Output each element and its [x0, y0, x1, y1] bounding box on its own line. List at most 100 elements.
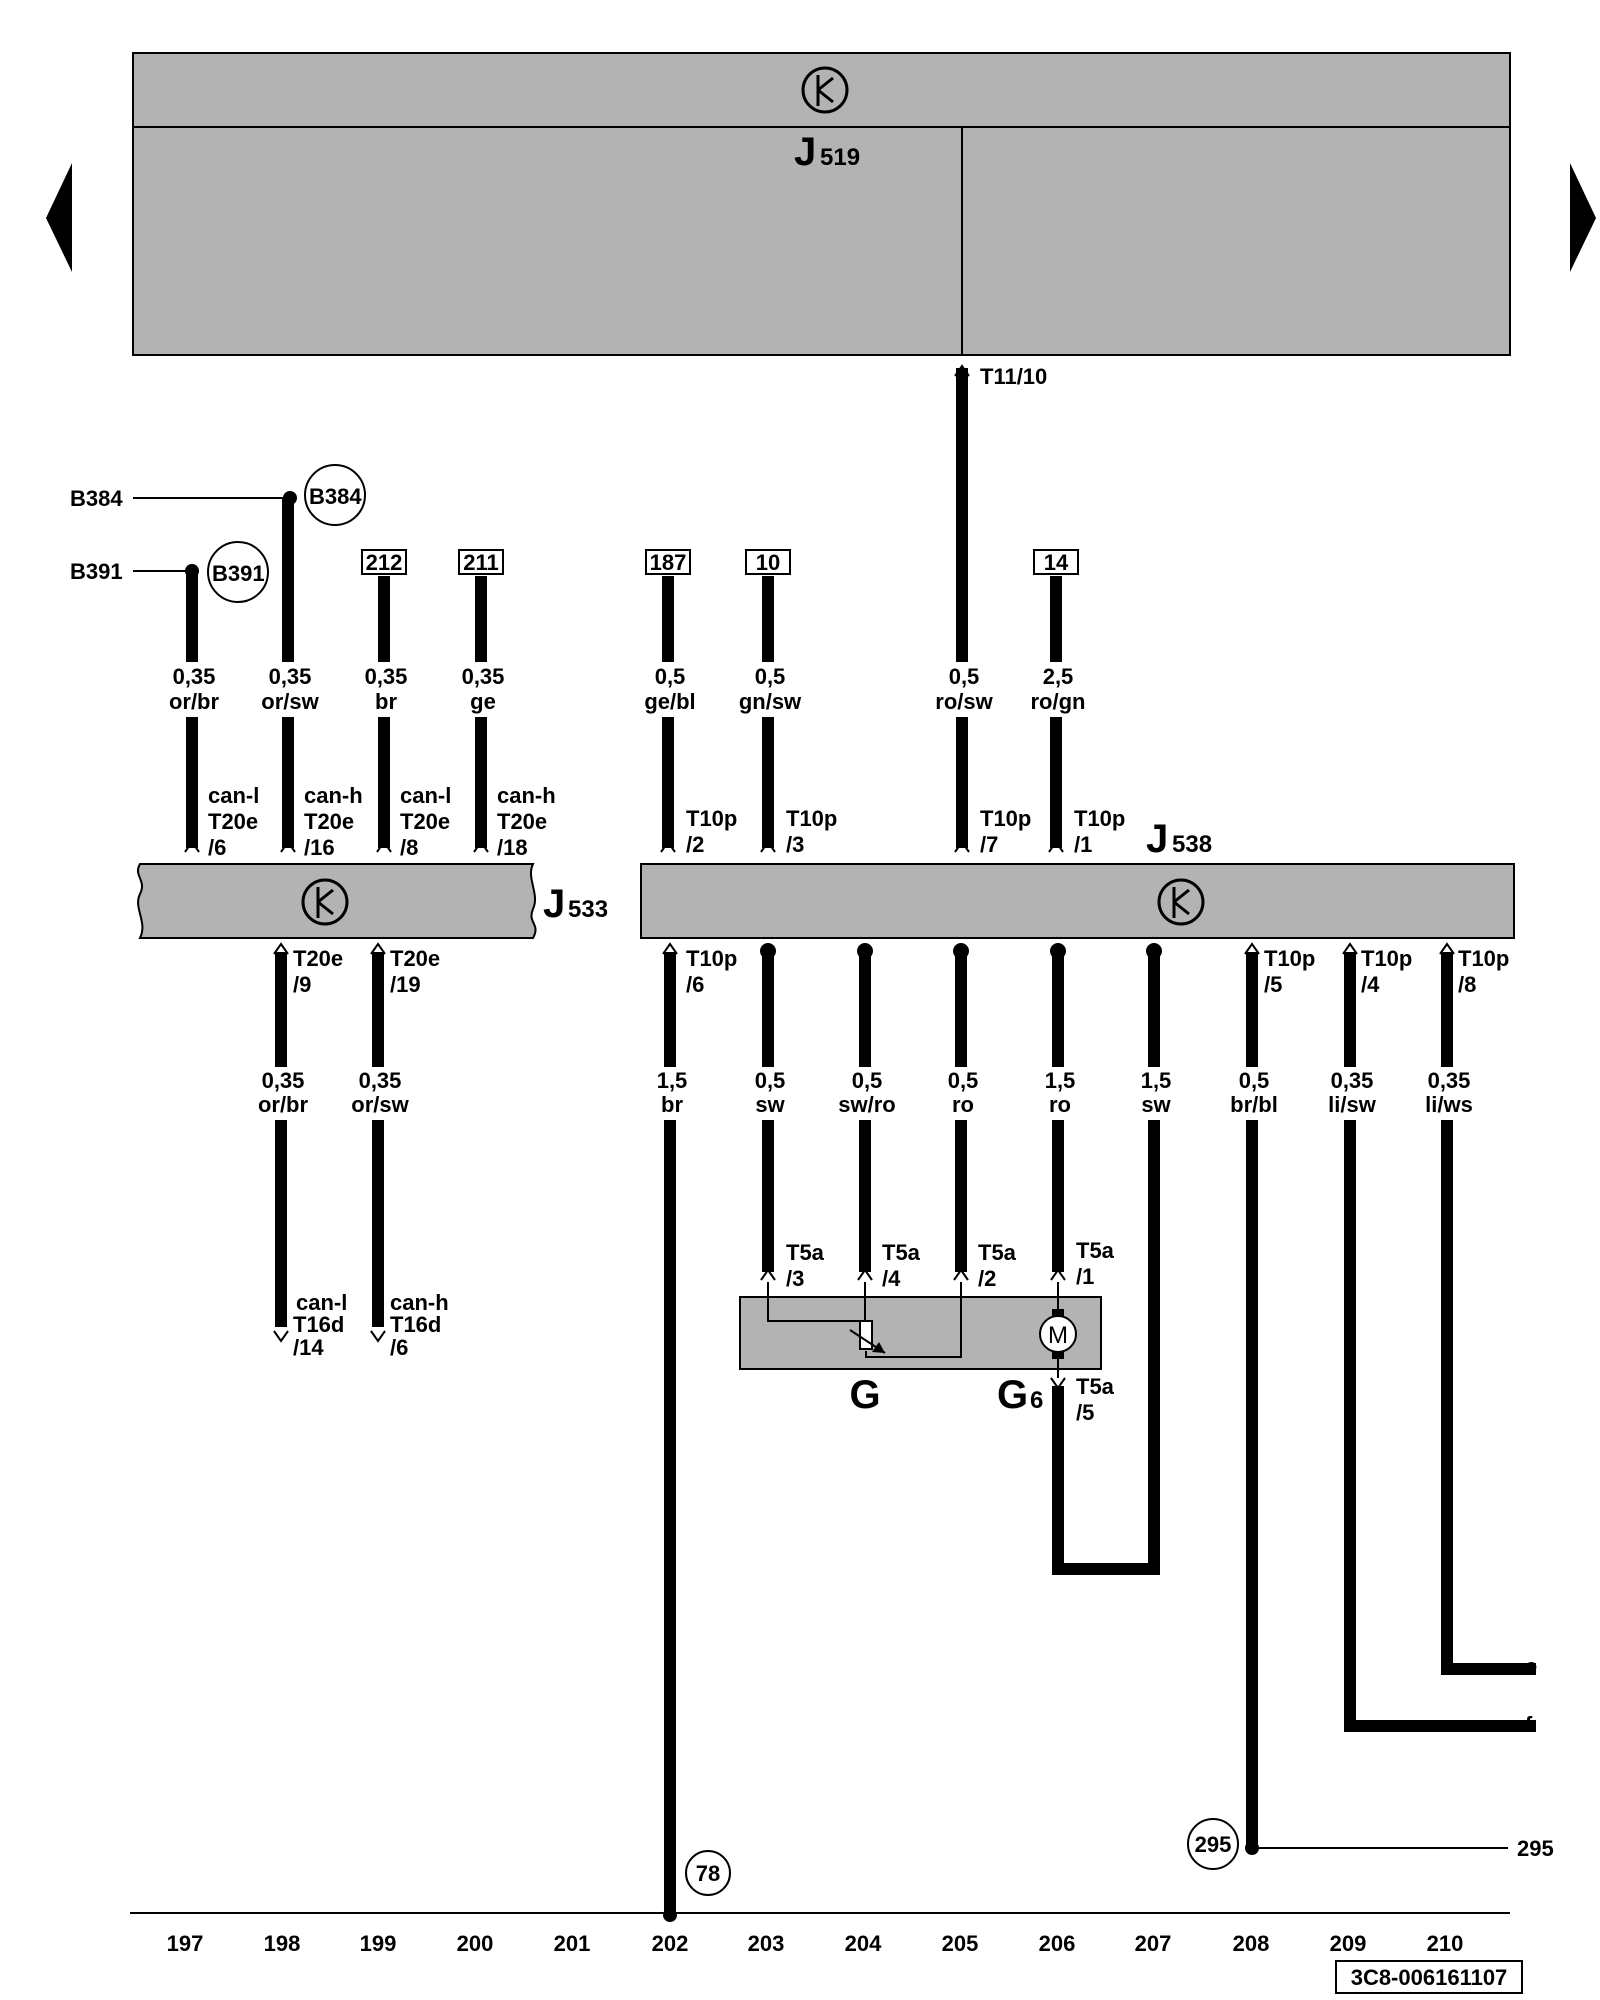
document-id-box — [1335, 1960, 1523, 1994]
wire-size: 0,5 — [949, 664, 980, 689]
wire-size: 0,35 — [365, 664, 408, 689]
fuel-sender-g-g6: M G G 6 — [739, 1282, 1102, 1417]
svg-text:li/sw: li/sw — [1328, 1092, 1377, 1117]
ref-box-10: 10 — [745, 549, 791, 575]
svg-text:/3: /3 — [786, 832, 804, 857]
top-pin-arrows — [184, 840, 1064, 853]
prev-page-arrow-icon[interactable] — [46, 163, 72, 272]
t5a-labels: T5a /3 T5a /4 T5a /2 T5a /1 T5a /5 — [786, 1238, 1115, 1425]
ref-circle-78 — [685, 1850, 731, 1896]
b391-circle — [207, 541, 269, 603]
wire-color: ro/sw — [935, 689, 993, 714]
svg-text:T5a: T5a — [786, 1240, 825, 1265]
column-number: 200 — [457, 1931, 494, 1956]
svg-text:T5a: T5a — [1076, 1238, 1115, 1263]
column-number: 204 — [845, 1931, 882, 1956]
svg-text:/6: /6 — [390, 1335, 408, 1360]
svg-text:1,5: 1,5 — [657, 1068, 688, 1093]
svg-text:T5a: T5a — [978, 1240, 1017, 1265]
svg-text:br: br — [661, 1092, 683, 1117]
top-wires-lower — [186, 717, 1062, 848]
bottom-wires-upper — [275, 952, 1453, 1067]
junction-dots — [760, 943, 1162, 959]
svg-text:T20e: T20e — [497, 809, 547, 834]
svg-text:or/sw: or/sw — [351, 1092, 409, 1117]
next-page-arrow-icon[interactable] — [1570, 163, 1596, 272]
svg-text:0,35: 0,35 — [262, 1068, 305, 1093]
svg-text:1,5: 1,5 — [1045, 1068, 1076, 1093]
wire-size: 2,5 — [1043, 664, 1074, 689]
svg-text:/6: /6 — [686, 972, 704, 997]
control-unit-j533: J 533 — [137, 863, 608, 939]
svg-text:10: 10 — [756, 550, 780, 575]
top-pin-labels: can-l T20e /6 can-h T20e /16 can-l T20e … — [208, 783, 1125, 860]
svg-text:can-h: can-h — [497, 783, 556, 808]
component-g-label: G — [849, 1373, 880, 1417]
svg-text:/3: /3 — [786, 1266, 804, 1291]
top-wire-labels: 0,35 or/br 0,35 or/sw 0,35 br 0,35 ge 0,… — [169, 664, 1086, 714]
svg-text:can-h: can-h — [390, 1290, 449, 1315]
svg-text:T20e: T20e — [390, 946, 440, 971]
ref-circle-78-label: 78 — [696, 1861, 720, 1886]
svg-text:/5: /5 — [1264, 972, 1282, 997]
wire-color: ge/bl — [644, 689, 695, 714]
svg-text:can-l: can-l — [296, 1290, 347, 1315]
b391-label: B391 — [70, 559, 123, 584]
t16d-labels: can-l T16d /14 can-h T16d /6 — [293, 1290, 449, 1360]
svg-text:T10p: T10p — [786, 806, 837, 831]
wire-size: 0,35 — [173, 664, 216, 689]
svg-text:0,35: 0,35 — [1428, 1068, 1471, 1093]
svg-text:/4: /4 — [1361, 972, 1380, 997]
ref-box-212: 212 — [361, 549, 407, 575]
column-number: 206 — [1039, 1931, 1076, 1956]
column-number: 199 — [360, 1931, 397, 1956]
g6-letter: G — [997, 1373, 1028, 1417]
svg-text:0,5: 0,5 — [852, 1068, 883, 1093]
svg-text:T5a: T5a — [882, 1240, 921, 1265]
column-numbers: 197 198 199 200 201 202 203 204 205 206 … — [167, 1931, 1464, 1956]
ecu-symbol-icon — [1157, 878, 1205, 926]
svg-text:/14: /14 — [293, 1335, 324, 1360]
bottom-wires-lower — [275, 1120, 1536, 1915]
svg-text:li/ws: li/ws — [1425, 1092, 1473, 1117]
bottom-pin-arrows — [273, 942, 1455, 955]
svg-text:can-l: can-l — [400, 783, 451, 808]
motor-icon — [1039, 1315, 1077, 1353]
b384-circle — [304, 464, 366, 526]
wire-size: 0,5 — [655, 664, 686, 689]
svg-text:/1: /1 — [1074, 832, 1092, 857]
pin-arrow-icon — [954, 364, 970, 377]
svg-text:/8: /8 — [400, 835, 418, 860]
svg-text:can-h: can-h — [304, 783, 363, 808]
bottom-wire-labels: 0,35 or/br 0,35 or/sw 1,5 br 0,5 sw 0,5 … — [258, 1068, 1473, 1117]
b384-circle-label: B384 — [309, 484, 362, 509]
column-number: 202 — [652, 1931, 689, 1956]
g6-number: 6 — [1030, 1387, 1043, 1414]
wire-size: 0,35 — [269, 664, 312, 689]
j533-number: 533 — [568, 896, 608, 923]
t16d-pin-arrows — [273, 1330, 386, 1343]
svg-text:/18: /18 — [497, 835, 528, 860]
column-number: 208 — [1233, 1931, 1270, 1956]
column-number: 203 — [748, 1931, 785, 1956]
j519-letter: J — [794, 130, 816, 174]
wire-size: 0,35 — [462, 664, 505, 689]
svg-text:/2: /2 — [978, 1266, 996, 1291]
document-id: 3C8-006161107 — [1351, 1965, 1508, 1990]
j533-letter: J — [543, 882, 565, 926]
control-unit-j538: J 538 — [640, 817, 1515, 939]
svg-text:/4: /4 — [882, 1266, 901, 1291]
svg-text:sw: sw — [1141, 1092, 1171, 1117]
column-number: 201 — [554, 1931, 591, 1956]
column-number: 207 — [1135, 1931, 1172, 1956]
svg-text:T10p: T10p — [1361, 946, 1412, 971]
svg-text:T10p: T10p — [1264, 946, 1315, 971]
ecu-symbol-icon — [301, 878, 349, 926]
top-wires-upper — [186, 498, 1062, 662]
svg-text:0,5: 0,5 — [1239, 1068, 1270, 1093]
svg-text:or/br: or/br — [258, 1092, 309, 1117]
svg-text:14: 14 — [1044, 550, 1069, 575]
wire-color: gn/sw — [739, 689, 802, 714]
ref-circle-295 — [1187, 1818, 1239, 1870]
ref-circle-295-label: 295 — [1195, 1832, 1232, 1857]
